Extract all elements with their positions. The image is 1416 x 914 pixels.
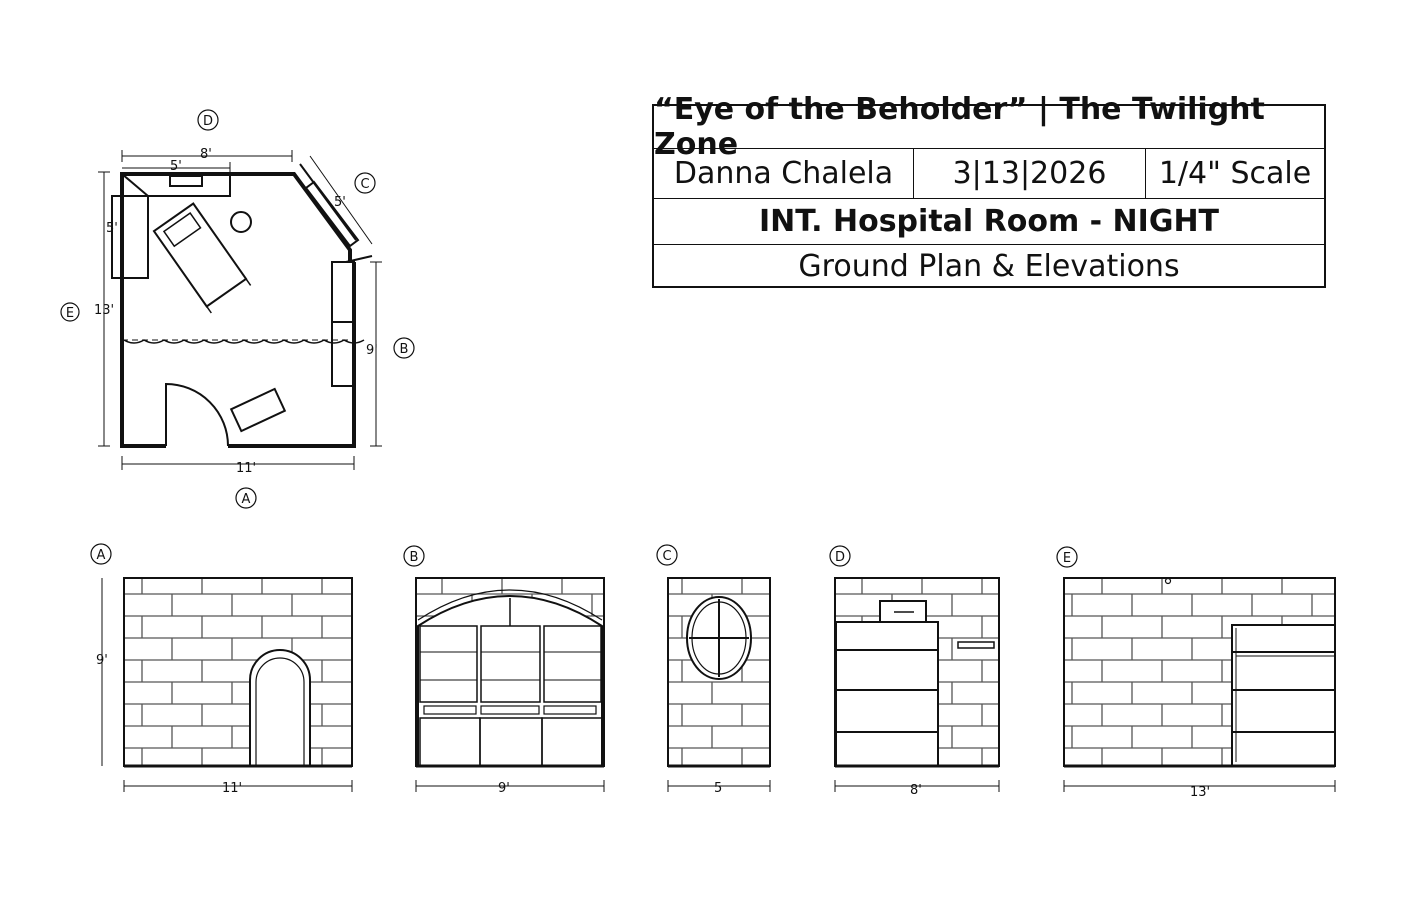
- elevation-d-label: D: [835, 550, 845, 565]
- plan-top-counter: [121, 173, 231, 197]
- elevation-b-cabinet-unit: [417, 595, 603, 767]
- plan-monitor: [169, 175, 203, 187]
- callout-e: E: [66, 306, 74, 321]
- ground-plan: 8' 5' 13' 5' 9' 5' 11' D C E B A: [60, 109, 415, 509]
- elevation-c-width-dim: 5: [714, 781, 722, 796]
- elevation-b-drawers: [423, 705, 597, 715]
- elevation-a-label: A: [97, 548, 106, 563]
- callout-d: D: [203, 114, 213, 129]
- dim-top-overall: 8': [200, 147, 212, 162]
- plan-chair: [229, 387, 287, 433]
- dim-top-partial: 5': [170, 159, 182, 174]
- elevation-b-width-dim: 9': [498, 781, 510, 796]
- elevation-a-wall: [123, 577, 353, 767]
- elevation-c-oval-window: [686, 596, 752, 680]
- elevation-d-shelf: [957, 641, 995, 649]
- dim-right-partial: 9': [366, 343, 378, 358]
- title-block: “Eye of the Beholder” | The Twilight Zon…: [652, 92, 1326, 288]
- elevation-e: E 13': [1056, 546, 1336, 800]
- plan-curtain: [122, 339, 365, 344]
- callout-a: A: [242, 492, 251, 507]
- scene-heading: INT. Hospital Room - NIGHT: [654, 199, 1324, 245]
- elevation-e-cabinet: [1231, 624, 1336, 767]
- plan-right-cabinet-lower: [331, 321, 355, 387]
- plan-left-counter: [111, 195, 149, 279]
- elevation-d: D 8': [829, 545, 1000, 798]
- plan-right-cabinet-upper: [331, 261, 355, 323]
- plan-bed: [152, 202, 252, 314]
- elevation-d-monitor: [879, 600, 927, 624]
- plan-wall-callouts: D C E B A: [60, 109, 415, 509]
- plan-door: [165, 382, 229, 447]
- callout-b: B: [400, 342, 409, 357]
- callout-c: C: [360, 177, 369, 192]
- plan-dimensions: 8' 5' 13' 5' 9' 5' 11': [94, 147, 382, 476]
- elevation-c: C 5: [656, 544, 771, 796]
- drawing-type: Ground Plan & Elevations: [798, 249, 1180, 284]
- plan-stool: [230, 211, 252, 233]
- elevation-b: B 9': [403, 545, 605, 796]
- elevation-c-label: C: [662, 549, 671, 564]
- elevation-a-width-dim: 11': [222, 781, 242, 796]
- elevation-a: A 9' 11': [90, 543, 353, 796]
- elevation-e-width-dim: 13': [1190, 785, 1210, 800]
- dim-left-partial: 5': [106, 221, 118, 236]
- dim-left-overall: 13': [94, 303, 114, 318]
- drawing-scale: 1/4" Scale: [1158, 156, 1312, 191]
- dim-bottom: 11': [236, 461, 256, 476]
- dim-diagonal: 5': [334, 195, 346, 210]
- elevation-e-label: E: [1063, 551, 1071, 566]
- elevation-d-counter: [835, 621, 939, 767]
- designer-name: Danna Chalela: [654, 149, 914, 198]
- elevation-d-width-dim: 8': [910, 783, 922, 798]
- elevation-a-arched-door: [249, 649, 311, 767]
- elevation-b-upper-cabinets: [419, 625, 602, 703]
- drawing-date: 3|13|2026: [914, 149, 1146, 198]
- info-row: Danna Chalela 3|13|2026 1/4" Scale: [654, 149, 1324, 199]
- plan-window: [304, 180, 360, 248]
- elevation-a-height-dim: 9': [96, 653, 108, 668]
- elevation-b-label: B: [410, 550, 419, 565]
